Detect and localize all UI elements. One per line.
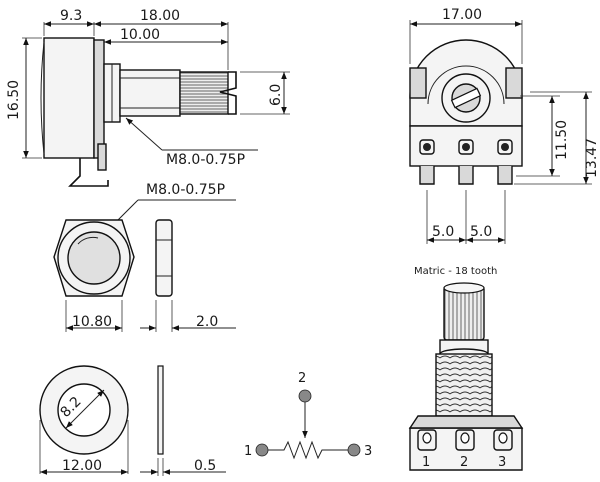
front-terminal-3 bbox=[497, 166, 513, 185]
washer-dim-outer: 12.00 bbox=[62, 458, 102, 474]
washer-dim-thickness: 0.5 bbox=[194, 458, 216, 474]
schematic-node-2 bbox=[298, 389, 312, 403]
front-rotor-slot bbox=[450, 87, 482, 109]
front-dim-width: 17.00 bbox=[442, 7, 482, 23]
front-dim-height-b: 13.47 bbox=[584, 138, 600, 178]
schematic-node-1 bbox=[255, 443, 269, 457]
perspective-pin-1: 1 bbox=[422, 455, 430, 470]
nut-hole bbox=[67, 231, 121, 285]
side-dim-total-length: 18.00 bbox=[140, 8, 180, 24]
side-terminal bbox=[68, 158, 109, 187]
nut-dim-thickness: 2.0 bbox=[196, 314, 218, 330]
side-shaft-slot bbox=[219, 71, 237, 115]
side-shaft-collar bbox=[119, 69, 181, 117]
front-terminal-2 bbox=[458, 166, 474, 185]
nut-view: M8.0-0.75P 10.80 2.0 bbox=[53, 182, 236, 332]
side-dim-bushing-length: 10.00 bbox=[120, 27, 160, 43]
perspective-knurled-shaft bbox=[443, 285, 485, 341]
nut-dim-width: 10.80 bbox=[72, 314, 112, 330]
schematic-pin-1: 1 bbox=[244, 444, 252, 459]
schematic-pin-2: 2 bbox=[298, 371, 306, 386]
side-dim-shaft-dia: 6.0 bbox=[268, 84, 284, 106]
schematic-pin-3: 3 bbox=[364, 444, 372, 459]
schematic-symbol: 2 1 3 bbox=[244, 371, 372, 460]
front-dim-height-a: 11.50 bbox=[554, 120, 570, 160]
front-terminal-1 bbox=[419, 166, 435, 185]
perspective-pin-3: 3 bbox=[498, 455, 506, 470]
side-dim-body-width: 9.3 bbox=[60, 8, 82, 24]
perspective-threaded-bushing bbox=[435, 353, 493, 417]
perspective-view: Matric - 18 tooth 1 2 3 bbox=[408, 266, 524, 471]
side-body bbox=[43, 37, 95, 159]
front-view: 17.00 11.50 13.47 5.0 5.0 bbox=[409, 7, 600, 244]
side-view: 9.3 18.00 10.00 16.50 6.0 M8.0-0.75P bbox=[6, 8, 290, 187]
side-knurled-shaft bbox=[179, 71, 229, 115]
side-dim-height: 16.50 bbox=[6, 80, 22, 120]
front-dim-pitch-1: 5.0 bbox=[432, 224, 454, 240]
perspective-caption: Matric - 18 tooth bbox=[414, 266, 497, 277]
nut-thread-label: M8.0-0.75P bbox=[146, 182, 225, 198]
front-corner-right bbox=[505, 67, 523, 99]
washer-profile bbox=[157, 365, 164, 455]
side-thread-label: M8.0-0.75P bbox=[166, 152, 245, 168]
perspective-pin-2: 2 bbox=[460, 455, 468, 470]
nut-profile bbox=[155, 219, 173, 297]
side-body-curve bbox=[40, 41, 45, 155]
front-dim-pitch-2: 5.0 bbox=[470, 224, 492, 240]
schematic-resistor bbox=[268, 440, 348, 460]
side-bracket bbox=[93, 39, 105, 159]
front-corner-left bbox=[409, 67, 427, 99]
schematic-node-3 bbox=[347, 443, 361, 457]
washer-view: 8.2 12.00 0.5 bbox=[39, 365, 226, 476]
